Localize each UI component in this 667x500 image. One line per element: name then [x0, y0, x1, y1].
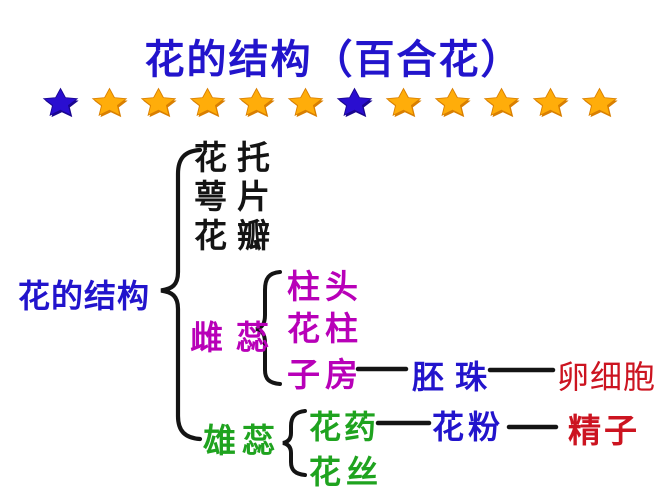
pistil-brace: [255, 270, 282, 386]
node-sepal: 萼片: [194, 177, 280, 216]
node-ovary: 子房: [287, 355, 363, 394]
node-egg-cell: 卵细胞: [557, 358, 657, 396]
node-receptacle: 花托: [194, 138, 280, 177]
stamen-brace: [282, 409, 307, 477]
star-icon-gold: [91, 87, 128, 118]
star-icon-gold: [287, 87, 324, 118]
node-pollen: 花粉: [432, 408, 505, 446]
star-icon-blue: [42, 87, 79, 118]
node-style: 花柱: [287, 309, 363, 348]
star-icon-gold: [140, 87, 177, 118]
star-icon-blue: [336, 87, 373, 118]
star-icon-gold: [434, 87, 471, 118]
star-icon-gold: [238, 87, 275, 118]
node-stigma: 柱头: [287, 267, 363, 306]
star-icon-gold: [189, 87, 226, 118]
star-icon-gold: [532, 87, 569, 118]
star-divider-row: [42, 87, 618, 118]
root-node-flower-structure: 花的结构: [18, 277, 151, 315]
node-filament: 花丝: [309, 453, 384, 491]
main-brace: [160, 147, 203, 442]
star-icon-gold: [581, 87, 618, 118]
node-pistil: 雌蕊: [190, 318, 282, 357]
slide-title: 花的结构（百合花）: [144, 37, 523, 83]
perianth-items-column: 花托 萼片 花瓣: [194, 138, 280, 255]
node-petal: 花瓣: [194, 216, 280, 255]
node-sperm: 精子: [568, 411, 640, 450]
node-stamen: 雄蕊: [203, 421, 281, 460]
node-ovule: 胚珠: [412, 358, 499, 396]
star-icon-gold: [385, 87, 422, 118]
star-icon-gold: [483, 87, 520, 118]
node-anther: 花药: [309, 408, 380, 446]
